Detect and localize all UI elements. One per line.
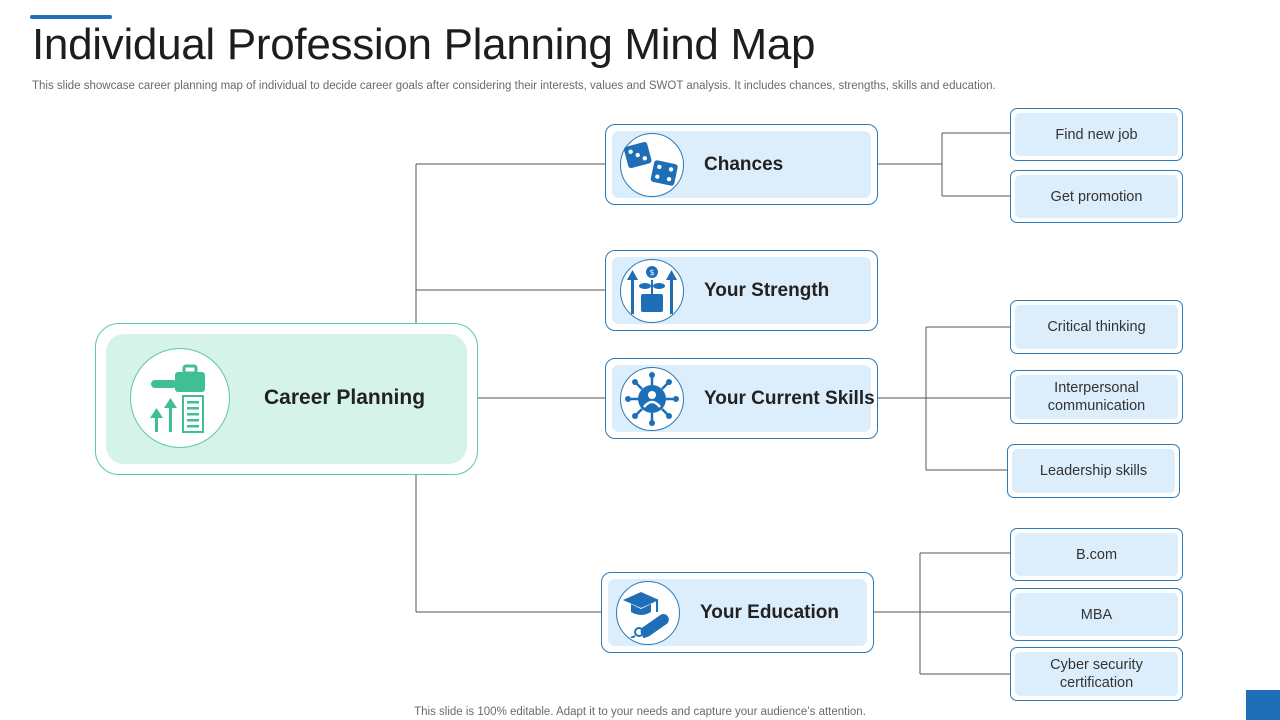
leaf-cyber-security-certification[interactable]: Cyber security certification	[1010, 647, 1183, 701]
page-subtitle: This slide showcase career planning map …	[32, 80, 996, 92]
branch-label-your-current-skills: Your Current Skills	[704, 387, 875, 409]
leaf-get-promotion[interactable]: Get promotion	[1010, 170, 1183, 223]
branch-label-chances: Chances	[704, 153, 784, 175]
branch-node-your-strength[interactable]: $ Your Strength	[605, 250, 878, 331]
branch-label-your-strength: Your Strength	[704, 279, 830, 301]
svg-text:$: $	[649, 268, 654, 277]
branch-node-chances[interactable]: Chances	[605, 124, 878, 205]
footer-note: This slide is 100% editable. Adapt it to…	[414, 706, 866, 718]
plant-growth-icon: $	[620, 258, 684, 323]
center-node-career-planning[interactable]: Career Planning	[95, 323, 478, 475]
title-accent-bar	[30, 15, 112, 19]
center-node-fill: Career Planning	[106, 334, 467, 464]
page-title: Individual Profession Planning Mind Map	[32, 20, 816, 69]
dice-icon	[620, 132, 684, 197]
career-growth-icon	[130, 348, 230, 448]
center-node-label: Career Planning	[264, 386, 426, 409]
branch-label-your-education: Your Education	[700, 601, 839, 623]
leaf-find-new-job[interactable]: Find new job	[1010, 108, 1183, 161]
skills-network-icon	[620, 366, 684, 431]
leaf-mba[interactable]: MBA	[1010, 588, 1183, 641]
leaf-bcom[interactable]: B.com	[1010, 528, 1183, 581]
leaf-leadership-skills[interactable]: Leadership skills	[1007, 444, 1180, 498]
graduation-cap-icon	[616, 580, 680, 645]
leaf-critical-thinking[interactable]: Critical thinking	[1010, 300, 1183, 354]
corner-accent-block	[1246, 690, 1280, 720]
branch-node-your-current-skills[interactable]: Your Current Skills	[605, 358, 878, 439]
branch-node-your-education[interactable]: Your Education	[601, 572, 874, 653]
leaf-interpersonal-communication[interactable]: Interpersonal communication	[1010, 370, 1183, 424]
